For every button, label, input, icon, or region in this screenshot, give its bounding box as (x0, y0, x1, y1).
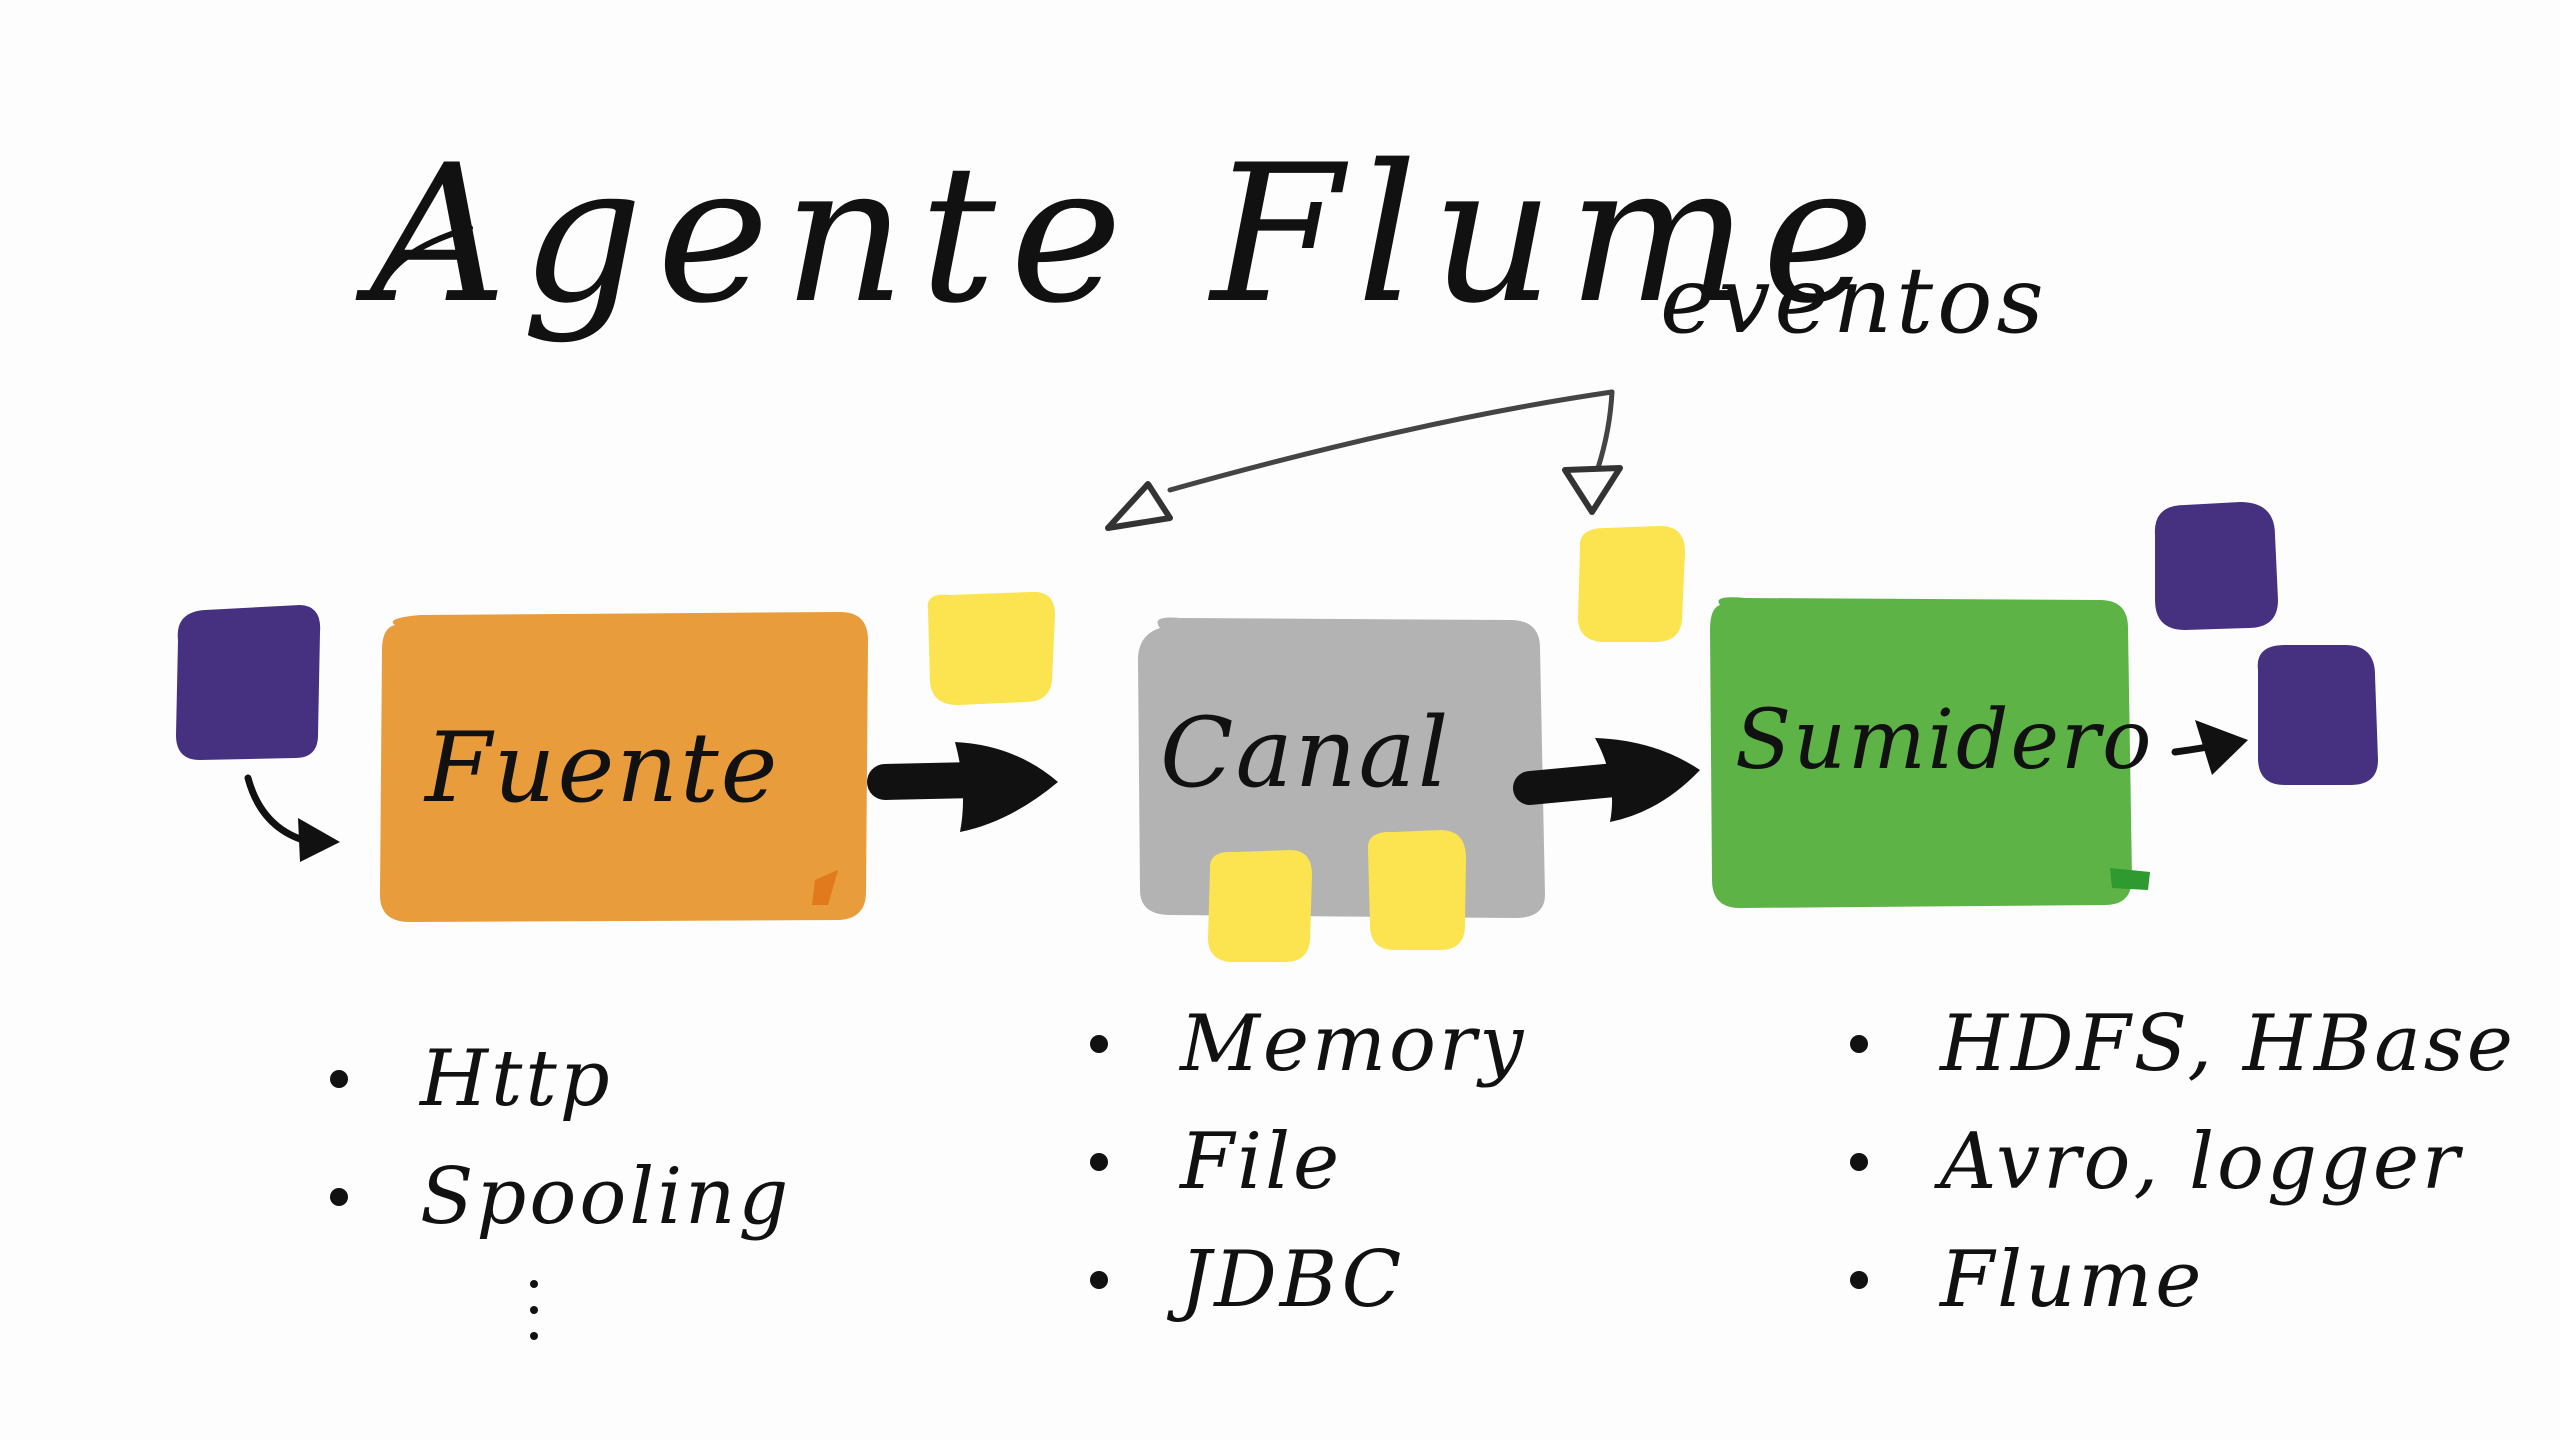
bullet-icon (1850, 1035, 1868, 1053)
list-item-text: HDFS, HBase (1940, 999, 2516, 1089)
arrow-source-to-channel (867, 762, 993, 800)
title-flourish (377, 225, 473, 293)
bullet-icon (1850, 1153, 1868, 1171)
events-label: eventos (1660, 247, 2048, 354)
list-item: File (1090, 1103, 1526, 1221)
bullet-icon (1090, 1271, 1108, 1289)
sink-types-list: HDFS, HBase Avro, logger Flume (1850, 985, 2516, 1339)
sink-box-mark (2110, 868, 2150, 890)
output-event-arrowhead (2195, 720, 2248, 775)
list-item-text: Flume (1940, 1235, 2205, 1325)
event-square-channel-1 (1208, 850, 1312, 962)
list-item: Http (330, 1020, 791, 1138)
events-pointer-head-right (1562, 465, 1623, 515)
list-item: Flume (1850, 1221, 2516, 1339)
list-item-text: Avro, logger (1940, 1117, 2463, 1207)
arrow-channel-to-sink (1513, 763, 1632, 805)
bullet-icon (330, 1070, 348, 1088)
bullet-icon (1850, 1271, 1868, 1289)
source-types-list: Http Spooling (330, 1020, 791, 1256)
output-event-square-1 (2154, 502, 2278, 630)
list-item: Spooling (330, 1138, 791, 1256)
bullet-icon (1090, 1153, 1108, 1171)
channel-types-list: Memory File JDBC (1090, 985, 1526, 1339)
list-item-text: Http (420, 1034, 613, 1124)
bullet-icon (330, 1188, 348, 1206)
list-item: Memory (1090, 985, 1526, 1103)
list-item: JDBC (1090, 1221, 1526, 1339)
source-box (380, 612, 868, 922)
output-event-square-2 (2257, 645, 2378, 785)
input-event-arrowhead (298, 818, 340, 862)
events-pointer-line (1167, 389, 1615, 493)
diagram-title: Agente Flume (370, 124, 1889, 345)
arrow-channel-to-sink-head (1595, 738, 1700, 822)
list-item-text: Memory (1180, 999, 1527, 1089)
events-pointer-line-right (1595, 389, 1615, 471)
sink-label: Sumidero (1735, 693, 2154, 788)
events-pointer-head-left (1105, 481, 1173, 531)
source-box-mark (812, 870, 838, 905)
event-square-1 (927, 591, 1055, 705)
bullet-icon (1090, 1035, 1108, 1053)
channel-label: Canal (1160, 697, 1451, 809)
input-event-square (176, 605, 321, 760)
list-item-text: Spooling (420, 1152, 792, 1242)
source-label: Fuente (425, 712, 780, 824)
ellipsis-vertical-icon (530, 1280, 550, 1358)
list-item: Avro, logger (1850, 1103, 2516, 1221)
list-item-text: JDBC (1180, 1235, 1405, 1325)
arrow-source-to-channel-head (955, 742, 1058, 832)
list-item: HDFS, HBase (1850, 985, 2516, 1103)
list-item-text: File (1180, 1117, 1343, 1207)
event-square-channel-2 (1367, 830, 1466, 950)
event-square-2 (1578, 526, 1685, 642)
sink-box (1710, 597, 2132, 908)
